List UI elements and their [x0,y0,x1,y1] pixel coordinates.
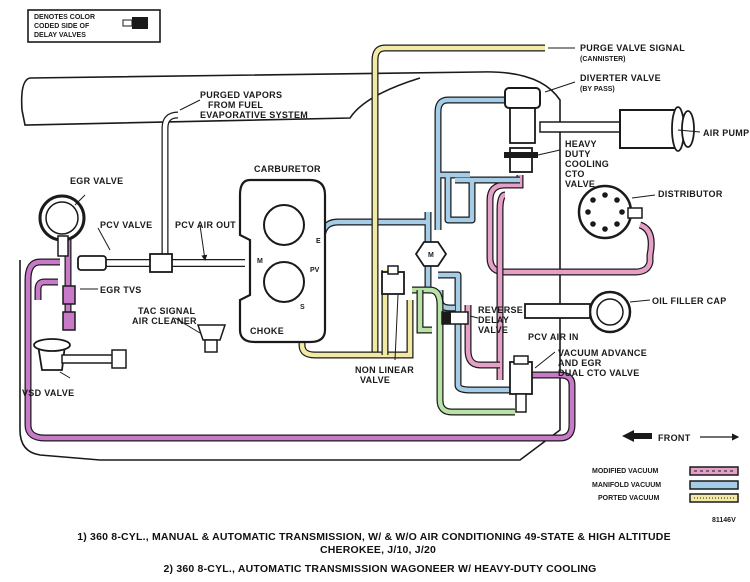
label-cooling: COOLING [565,159,609,169]
label-egr-tvs: EGR TVS [100,285,142,295]
label-port-m: M [257,258,263,265]
label-purged-vapors-3: EVAPORATIVE SYSTEM [200,110,308,120]
caption-line-1: 1) 360 8-CYL., MANUAL & AUTOMATIC TRANSM… [77,531,671,543]
non-linear-valve [381,265,405,295]
label-pcv-air-out: PCV AIR OUT [175,220,236,230]
label-non-linear-1: NON LINEAR [355,365,414,375]
legend-swatch-ported [689,493,739,503]
label-front: FRONT [658,433,691,443]
diagram-code: 81146V [712,517,736,524]
label-heavy: HEAVY [565,139,597,149]
carburetor [238,178,327,344]
label-carburetor: CARBURETOR [254,164,321,174]
label-distributor: DISTRIBUTOR [658,189,723,199]
label-diverter-valve: DIVERTER VALVE [580,73,661,83]
hose-green [412,286,515,416]
vsd-valve [33,338,127,371]
leader-lines [59,47,701,379]
egr-valve [38,194,86,257]
label-vacuum-advance-1: VACUUM ADVANCE [558,348,647,358]
label-valve: VALVE [565,179,595,189]
label-port-pv: PV [310,267,320,274]
temperature-gauge [414,241,448,267]
label-reverse-delay-2: DELAY [478,315,509,325]
label-tac-signal-1: TAC SIGNAL [138,306,196,316]
caption-line-2: CHEROKEE, J/10, J/20 [320,544,436,556]
label-cannister: (CANNISTER) [580,56,626,63]
component-labels: PURGE VALVE SIGNAL (CANNISTER) DIVERTER … [22,43,749,443]
heavy-duty-cto-valve [504,147,538,173]
hose-ported [298,44,545,359]
label-reverse-delay-3: VALVE [478,325,508,335]
distributor [577,184,643,240]
hose-type-legend: MODIFIED VACUUM MANIFOLD VACUUM PORTED V… [592,466,739,524]
label-gauge-m: M [428,252,434,259]
diverter-valve [504,87,621,144]
air-pump [619,106,695,152]
label-vsd-valve: VSD VALVE [22,388,74,398]
hose-purged-vapors [90,111,245,267]
label-air-pump: AIR PUMP [703,128,749,138]
egr-tvs [62,285,76,331]
label-pcv-air-in: PCV AIR IN [528,332,579,342]
label-pcv-valve: PCV VALVE [100,220,152,230]
vacuum-advance-egr-dual-cto-valve [509,355,533,413]
label-port-s: S [300,304,305,311]
label-tac-signal-2: AIR CLEANER [132,316,197,326]
engine-outline [19,71,561,461]
label-non-linear-2: VALVE [360,375,390,385]
label-vacuum-advance-3: DUAL CTO VALVE [558,368,640,378]
label-port-e: E [316,238,321,245]
label-cto: CTO [565,169,585,179]
label-purged-vapors-1: PURGED VAPORS [200,90,282,100]
legend-swatch-manifold [689,480,739,490]
label-by-pass: (BY PASS) [580,86,615,93]
front-arrow [622,430,740,442]
legend-box-line3: DELAY VALVES [34,32,86,39]
hose-modified-distributor [464,175,655,380]
reverse-delay-valve [441,311,469,325]
label-choke: CHOKE [250,326,284,336]
captions: 1) 360 8-CYL., MANUAL & AUTOMATIC TRANSM… [77,531,671,575]
legend-box-line1: DENOTES COLOR [34,14,95,21]
label-reverse-delay-1: REVERSE [478,305,523,315]
legend-label-ported: PORTED VACUUM [598,495,659,502]
label-oil-filler-cap: OIL FILLER CAP [652,296,727,306]
caption-line-3: 2) 360 8-CYL., AUTOMATIC TRANSMISSION WA… [163,563,596,575]
legend-box-line2: CODED SIDE OF [34,23,90,30]
delay-valve-legend-box: DENOTES COLOR CODED SIDE OF DELAY VALVES [27,9,161,43]
label-egr-valve: EGR VALVE [70,176,123,186]
legend-label-modified: MODIFIED VACUUM [592,468,659,475]
label-vacuum-advance-2: AND EGR [558,358,602,368]
tac-air-cleaner-fitting [196,324,227,353]
label-purge-valve-signal: PURGE VALVE SIGNAL [580,43,685,53]
legend-label-manifold: MANIFOLD VACUUM [592,482,661,489]
label-purged-vapors-2: FROM FUEL [208,100,263,110]
oil-filler-cap [524,290,632,334]
label-duty: DUTY [565,149,591,159]
pcv-valve [77,253,173,273]
